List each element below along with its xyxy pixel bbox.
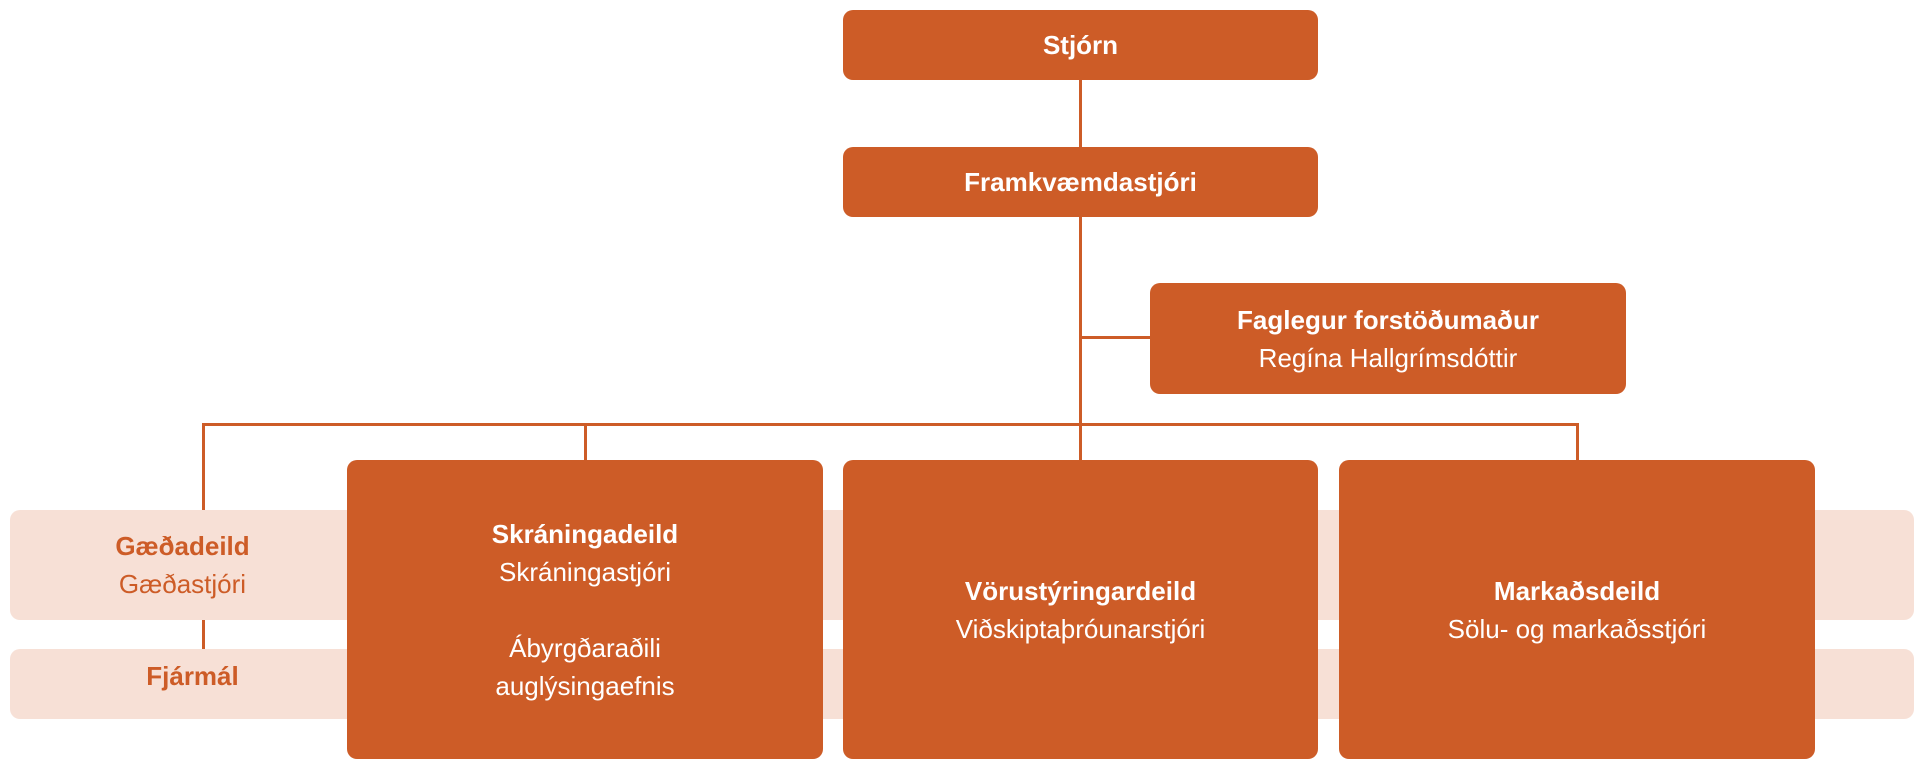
connector-registration-drop [584,423,587,461]
connector-quality-finance [202,620,205,649]
department-marketing-role: Sölu- og markaðsstjóri [1447,613,1707,644]
ceo-title: Framkvæmdastjóri [964,167,1197,197]
professional-director-box: Faglegur forstöðumaður Regína Hallgrímsd… [1150,283,1626,394]
quality-label: Gæðadeild Gæðastjóri [60,510,305,620]
department-marketing-box: Markaðsdeild Sölu- og markaðsstjóri [1339,460,1815,759]
department-registration-role: Skráningastjóri [499,556,671,587]
professional-director-title: Faglegur forstöðumaður [1237,304,1539,335]
department-logistics-title: Vörustýringardeild [964,575,1197,606]
connector-marketing-drop [1576,423,1579,461]
department-registration-box: Skráningadeild Skráningastjóri Ábyrgðara… [347,460,823,759]
connector-ceo-trunk [1079,216,1082,462]
board-title: Stjórn [1042,30,1119,60]
department-registration-extra-line2: auglýsingaefnis [495,670,675,701]
connector-staff-branch [1080,336,1151,339]
department-marketing-title: Markaðsdeild [1493,575,1661,606]
connector-board-ceo [1079,80,1082,148]
department-registration-extra-line1: Ábyrgðaraðili [509,632,661,663]
department-logistics-box: Vörustýringardeild Viðskiptaþróunarstjór… [843,460,1318,759]
board-box: Stjórn [843,10,1318,80]
professional-director-name: Regína Hallgrímsdóttir [1258,342,1518,373]
ceo-box: Framkvæmdastjóri [843,147,1318,217]
quality-title: Gæðadeild [115,531,250,561]
department-registration-title: Skráningadeild [491,518,679,549]
connector-horizontal-bus [202,423,1579,426]
finance-title: Fjármál [146,661,239,691]
department-logistics-role: Viðskiptaþróunarstjóri [955,613,1206,644]
quality-role: Gæðastjóri [118,569,247,599]
connector-quality-drop [202,423,205,510]
finance-label: Fjármál [60,649,325,703]
